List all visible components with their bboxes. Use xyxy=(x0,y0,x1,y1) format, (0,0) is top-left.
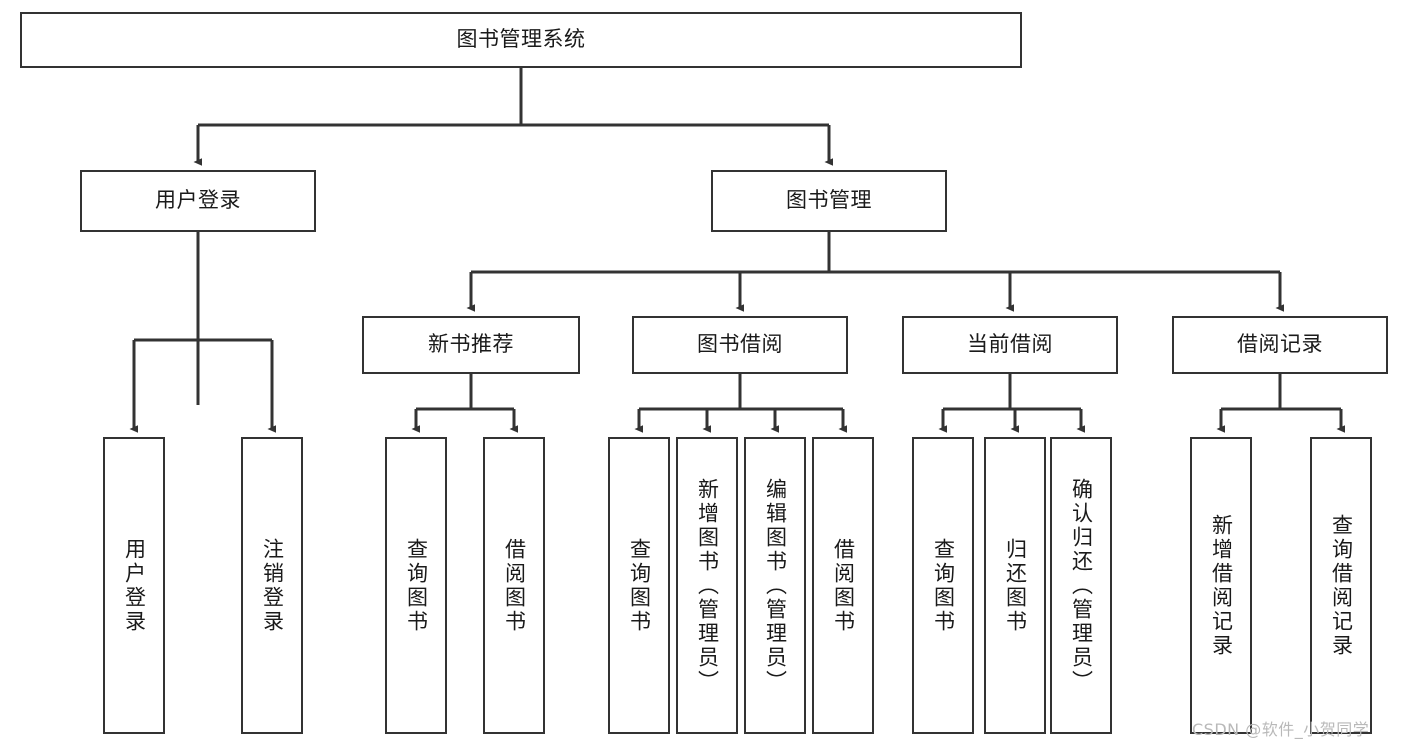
node-leaf-borrow-book-rec[interactable]: 借阅图书 xyxy=(483,437,545,734)
node-leaf-query-book-current[interactable]: 查询图书 xyxy=(912,437,974,734)
node-book-borrow-label: 图书借阅 xyxy=(697,332,783,357)
node-user-login-label: 用户登录 xyxy=(155,188,241,213)
node-leaf-borrow-book[interactable]: 借阅图书 xyxy=(812,437,874,734)
node-book-manage-label: 图书管理 xyxy=(786,188,872,213)
node-user-login[interactable]: 用户登录 xyxy=(80,170,316,232)
node-book-borrow[interactable]: 图书借阅 xyxy=(632,316,848,374)
node-leaf-add-borrow-record-label: 新增借阅记录 xyxy=(1209,513,1234,658)
node-new-book-recommend-label: 新书推荐 xyxy=(428,332,514,357)
csdn-watermark: CSDN @软件_小贺同学 xyxy=(1192,720,1370,739)
node-leaf-query-book-borrow-label: 查询图书 xyxy=(627,537,652,634)
node-root[interactable]: 图书管理系统 xyxy=(20,12,1022,68)
node-leaf-add-book-admin[interactable]: 新增图书（管理员） xyxy=(676,437,738,734)
node-leaf-edit-book-admin[interactable]: 编辑图书（管理员） xyxy=(744,437,806,734)
node-current-borrow-label: 当前借阅 xyxy=(967,332,1053,357)
node-book-manage[interactable]: 图书管理 xyxy=(711,170,947,232)
node-leaf-add-borrow-record[interactable]: 新增借阅记录 xyxy=(1190,437,1252,734)
node-leaf-borrow-book-label: 借阅图书 xyxy=(831,537,856,634)
node-borrow-record[interactable]: 借阅记录 xyxy=(1172,316,1388,374)
node-leaf-query-book-rec-label: 查询图书 xyxy=(404,537,429,634)
node-borrow-record-label: 借阅记录 xyxy=(1237,332,1323,357)
node-leaf-user-logout-label: 注销登录 xyxy=(260,537,285,634)
node-leaf-query-borrow-record[interactable]: 查询借阅记录 xyxy=(1310,437,1372,734)
node-root-label: 图书管理系统 xyxy=(456,27,586,52)
node-leaf-query-book-borrow[interactable]: 查询图书 xyxy=(608,437,670,734)
node-leaf-add-book-admin-label: 新增图书（管理员） xyxy=(695,477,720,694)
node-leaf-confirm-return-admin[interactable]: 确认归还（管理员） xyxy=(1050,437,1112,734)
node-leaf-return-book[interactable]: 归还图书 xyxy=(984,437,1046,734)
node-leaf-query-book-rec[interactable]: 查询图书 xyxy=(385,437,447,734)
node-leaf-user-logout[interactable]: 注销登录 xyxy=(241,437,303,734)
node-leaf-query-book-current-label: 查询图书 xyxy=(931,537,956,634)
node-leaf-borrow-book-rec-label: 借阅图书 xyxy=(502,537,527,634)
node-leaf-return-book-label: 归还图书 xyxy=(1003,537,1028,634)
node-new-book-recommend[interactable]: 新书推荐 xyxy=(362,316,580,374)
node-leaf-user-login[interactable]: 用户登录 xyxy=(103,437,165,734)
node-leaf-query-borrow-record-label: 查询借阅记录 xyxy=(1329,513,1354,658)
node-leaf-edit-book-admin-label: 编辑图书（管理员） xyxy=(763,477,788,694)
node-leaf-confirm-return-admin-label: 确认归还（管理员） xyxy=(1069,477,1094,694)
node-current-borrow[interactable]: 当前借阅 xyxy=(902,316,1118,374)
node-leaf-user-login-label: 用户登录 xyxy=(122,537,147,634)
